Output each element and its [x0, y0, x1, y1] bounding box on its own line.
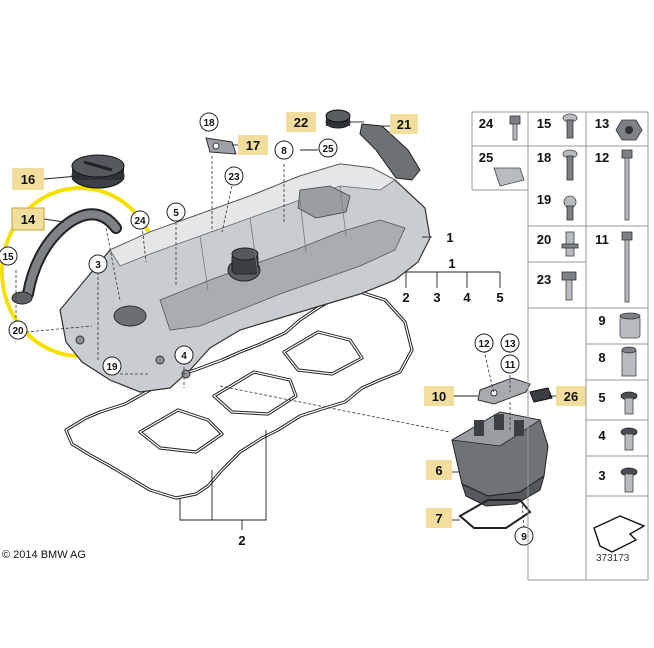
callout-24: 24 [134, 216, 146, 227]
grid-label-25: 25 [479, 150, 493, 165]
screw-18-icon [562, 149, 578, 181]
gasket-spark-2 [212, 370, 298, 416]
callout-11: 11 [505, 360, 516, 371]
callout-1: 1 [446, 230, 453, 245]
callout-13: 13 [504, 339, 516, 350]
callout-23: 23 [228, 172, 240, 183]
circle-callouts: 18 8 25 23 5 24 3 15 20 19 4 12 13 11 9 [0, 112, 534, 546]
callout-5: 5 [173, 208, 179, 219]
callout-16: 16 [21, 172, 35, 187]
callout-8: 8 [281, 146, 287, 157]
grid-label-3: 3 [598, 468, 605, 483]
spacer-8-icon [621, 346, 637, 377]
callout-26: 26 [564, 389, 578, 404]
screw-24-icon [509, 115, 521, 141]
callout-10-box [424, 386, 454, 406]
copyright-notice: © 2014 BMW AG [2, 549, 86, 561]
grid-label-5: 5 [598, 390, 605, 405]
callout-1-group-3: 3 [433, 290, 440, 305]
screw-15-icon [562, 113, 578, 139]
grid-label-8: 8 [598, 350, 605, 365]
bolt-11-icon [621, 231, 633, 303]
callout-4: 4 [181, 351, 187, 362]
grid-label-24: 24 [479, 116, 494, 131]
grid-label-9: 9 [598, 313, 605, 328]
callout-25: 25 [322, 144, 334, 155]
callout-14: 14 [21, 212, 36, 227]
grid-label-13: 13 [595, 116, 609, 131]
callout-18: 18 [203, 118, 215, 129]
callout-7: 7 [435, 511, 442, 526]
separator-bracket-10 [477, 377, 531, 405]
callout-17-box [238, 135, 268, 155]
oil-filler-cap [71, 154, 125, 189]
bolt-12-icon [621, 149, 633, 221]
grommet-3-icon [620, 467, 638, 493]
oil-separator [450, 411, 549, 507]
callout-6-box [426, 460, 452, 480]
callout-1-group-5: 5 [496, 290, 503, 305]
callout-1-group-2: 2 [402, 290, 409, 305]
grid-label-15: 15 [537, 116, 551, 131]
plug-22 [325, 109, 351, 129]
diagram-id: 373173 [596, 553, 630, 564]
grid-label-23: 23 [537, 272, 551, 287]
direction-arrow-icon [593, 515, 646, 553]
stud-20-icon [561, 231, 579, 257]
clip-25-icon [493, 167, 525, 187]
callout-21-box [390, 114, 418, 134]
callout-22-box [286, 112, 316, 132]
grid-label-4: 4 [598, 428, 606, 443]
callout-21: 21 [397, 117, 411, 132]
callout-2: 2 [238, 533, 245, 548]
grid-label-11: 11 [595, 232, 609, 247]
callout-17: 17 [246, 138, 260, 153]
bracket-17 [205, 137, 237, 155]
gasket-spark-1 [138, 408, 224, 454]
callout-26-box [556, 386, 586, 406]
callout-10: 10 [432, 389, 446, 404]
callout-2-box [230, 530, 254, 550]
grid-label-18: 18 [537, 150, 551, 165]
screw-23-icon [561, 271, 577, 301]
callout-14-box [11, 207, 45, 231]
grid-label-19: 19 [537, 192, 551, 207]
breather-hose [11, 208, 122, 305]
callout-9: 9 [521, 532, 527, 543]
parts-grid: 24 15 13 25 18 12 19 20 11 23 9 8 5 [471, 111, 649, 581]
grommet-5-icon [620, 391, 638, 415]
callout-15: 15 [2, 252, 14, 263]
callout-7-box [426, 508, 452, 528]
callout-6: 6 [435, 463, 442, 478]
callout-1-box [438, 227, 462, 247]
gasket-spark-3 [282, 330, 364, 376]
gasket-outer [64, 290, 414, 500]
stud-19-icon [563, 195, 577, 221]
callout-3: 3 [95, 260, 101, 271]
sleeve-9-icon [619, 312, 641, 339]
callout-1-group: 1 [448, 256, 455, 271]
clip-26 [529, 387, 553, 403]
callout-16-box [12, 168, 44, 190]
nut-13-icon [615, 119, 643, 141]
callout-12: 12 [478, 339, 490, 350]
callout-22: 22 [294, 115, 308, 130]
grommet-4-icon [620, 427, 638, 451]
separator-gasket-7 [458, 499, 532, 529]
grid-label-20: 20 [537, 232, 551, 247]
callout-1-group-4: 4 [463, 290, 471, 305]
callout-19: 19 [106, 362, 118, 373]
callout-20: 20 [12, 326, 24, 337]
grid-label-12: 12 [595, 150, 609, 165]
valve-cover [59, 163, 431, 393]
